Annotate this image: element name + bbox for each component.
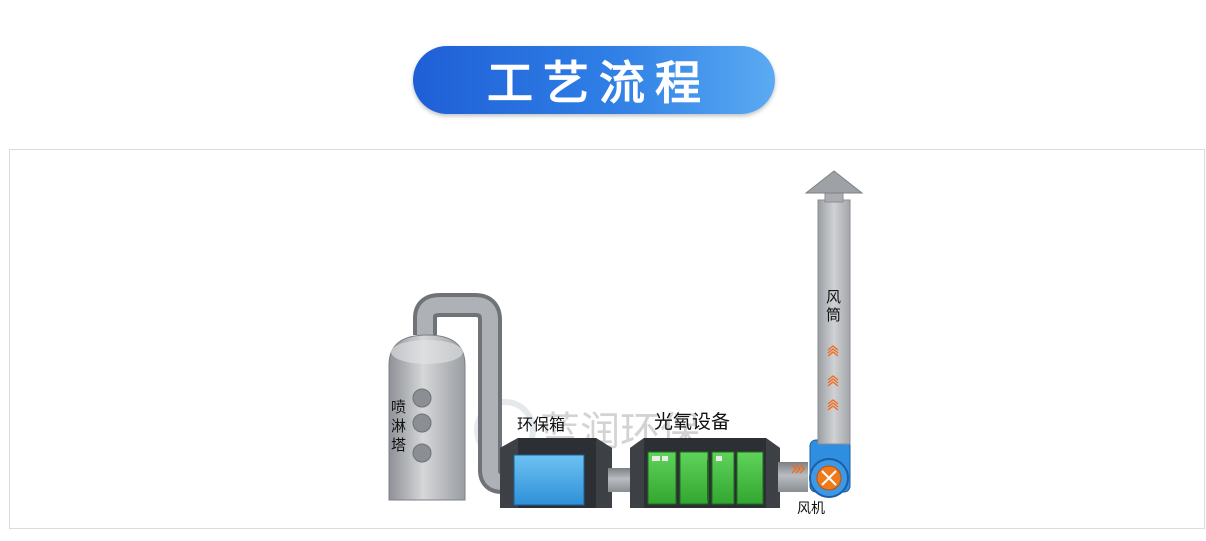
spray-tower: 喷 淋 塔 <box>388 334 466 501</box>
title-banner: 工艺流程 <box>413 46 775 114</box>
flow-arrows-fan <box>791 464 806 474</box>
inlet-duct <box>413 293 514 494</box>
photo-oxygen-unit: 光氧设备 <box>630 411 780 508</box>
flow-arrows-stack <box>827 345 839 411</box>
spray-tower-label-1: 喷 <box>391 398 406 416</box>
fan-label: 风机 <box>797 501 825 517</box>
env-box: 环保箱 <box>500 415 612 508</box>
env-box-label: 环保箱 <box>517 415 565 434</box>
stack-label-1: 风 <box>826 288 841 306</box>
stack: 风 筒 <box>804 170 864 445</box>
stack-label-2: 筒 <box>826 306 841 324</box>
spray-tower-label-3: 塔 <box>391 436 406 454</box>
page-title: 工艺流程 <box>487 56 711 110</box>
photo-oxygen-label: 光氧设备 <box>654 411 730 433</box>
spray-tower-label-2: 淋 <box>391 417 406 435</box>
fan: 风机 <box>797 439 851 517</box>
